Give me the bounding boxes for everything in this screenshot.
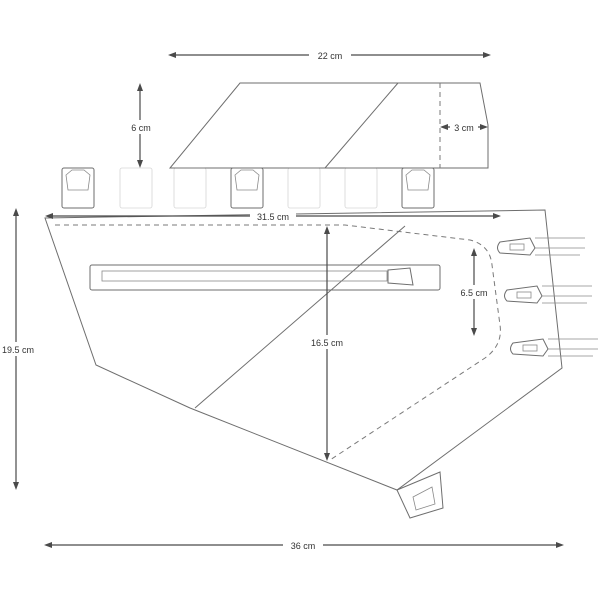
label-6-5cm: 6.5 cm [460,288,487,298]
buckle-1 [497,237,585,256]
buckles [497,237,598,357]
label-22cm: 22 cm [318,51,343,61]
buckle-3 [510,338,598,357]
bag-body [44,209,563,519]
buckle-2 [504,285,592,304]
dimension-lines [13,52,564,548]
label-6cm: 6 cm [131,123,151,133]
label-31-5cm: 31.5 cm [257,212,289,222]
top-flap [168,82,489,169]
strap-row [61,167,435,209]
label-16-5cm: 16.5 cm [311,338,343,348]
label-36cm: 36 cm [291,541,316,551]
dimension-labels: 22 cm 6 cm 3 cm 31.5 cm 16.5 cm 6.5 cm 1… [0,48,494,552]
label-19-5cm: 19.5 cm [2,345,34,355]
label-3cm: 3 cm [454,123,474,133]
